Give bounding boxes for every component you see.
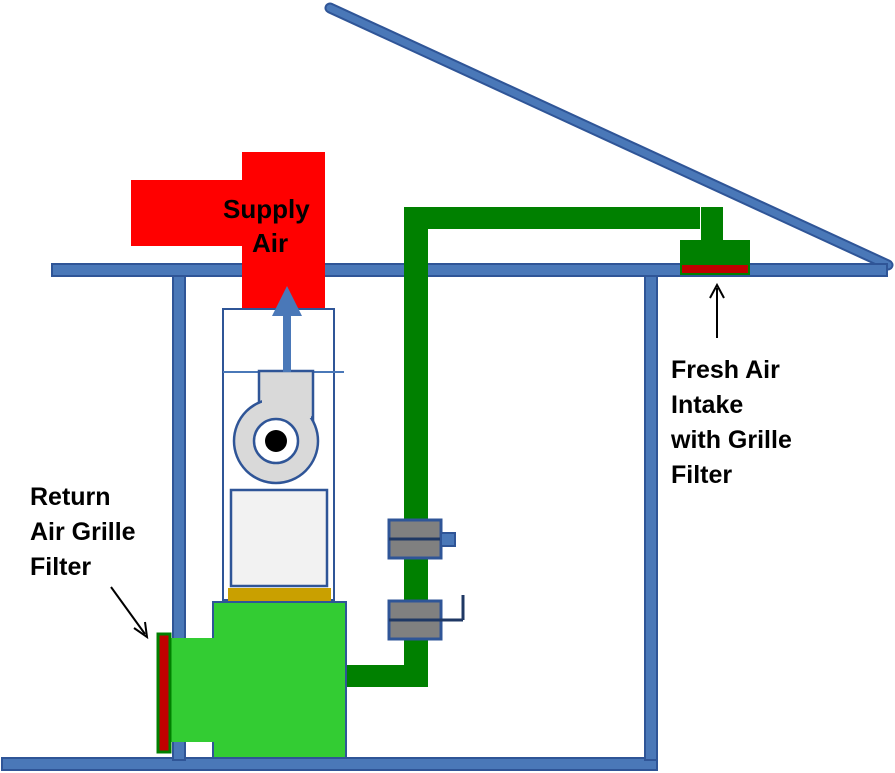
return-air-label: Return Air Grille Filter [30,483,143,581]
damper-icon [387,595,465,641]
return-air-label-line1: Return [30,483,111,511]
fresh-air-intake-filter [682,265,748,273]
supply-air-duct [131,152,325,310]
coil-drain-pan [228,588,331,602]
supply-air-label-line2: Air [252,228,288,258]
right-wall [644,275,658,761]
coil [229,488,329,588]
up-arrow-icon [272,286,302,372]
fresh-air-intake-label-line2: Intake [671,391,743,419]
fresh-air-intake-label-line1: Fresh Air [671,356,780,384]
damper-icon [387,518,456,560]
floor [1,757,658,771]
fresh-air-intake-label-line4: Filter [671,461,732,489]
fresh-air-intake-label: Fresh Air Intake with Grille Filter [670,356,799,489]
return-air-label-line2: Air Grille [30,518,136,546]
blower-fan-icon [232,369,320,485]
fresh-air-intake-label-line3: with Grille [670,426,792,454]
return-air-plenum [170,601,347,759]
supply-air-label: Supply Air [223,194,317,258]
supply-air-label-line1: Supply [223,194,310,224]
ceiling-beam [51,263,888,277]
return-air-label-line3: Filter [30,553,91,581]
return-air-pointer-arrow [110,586,149,640]
roof [324,2,894,271]
return-air-grille-filter [156,632,172,754]
fresh-air-pointer-arrow [709,282,725,338]
